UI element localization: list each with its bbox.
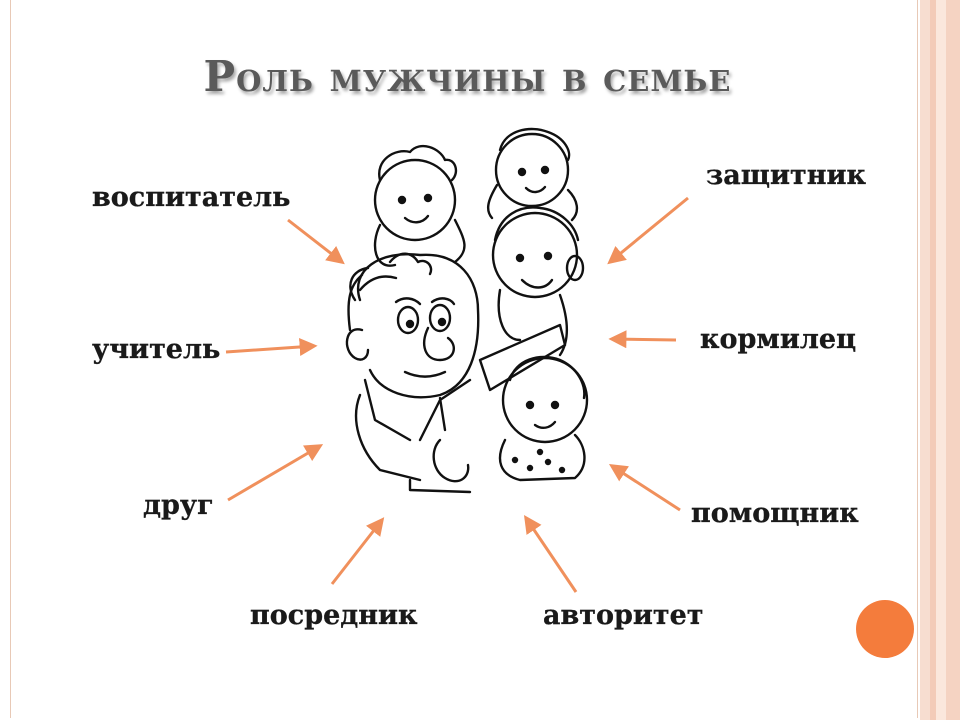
father-with-children-icon (345, 127, 589, 494)
arrow-kormilets (608, 330, 677, 349)
decor-stripe (920, 0, 930, 720)
arrow-uchitel (225, 338, 318, 356)
role-posrednik: посредник (250, 600, 418, 631)
role-avtoritet: авторитет (543, 600, 704, 631)
arrow-avtoritet (523, 515, 578, 593)
slide-frame (10, 0, 918, 718)
arrow-posrednik (330, 517, 385, 585)
decor-stripe (930, 0, 936, 720)
slide-title: Роль мужчины в семье (203, 52, 732, 101)
decor-stripe (936, 0, 946, 720)
arrow-drug (227, 444, 324, 502)
role-uchitel: учитель (92, 334, 221, 365)
role-zashchitnik: защитник (706, 160, 866, 191)
arrow-zashchitnik (607, 196, 689, 265)
accent-circle (856, 600, 914, 658)
arrow-pomoshchnik (608, 464, 681, 512)
role-pomoshchnik: помощник (691, 498, 859, 529)
role-vospitatel: воспитатель (92, 182, 291, 213)
arrow-vospitatel (287, 218, 345, 265)
role-kormilets: кормилец (700, 324, 857, 355)
role-drug: друг (143, 490, 214, 521)
decor-stripe (946, 0, 960, 720)
